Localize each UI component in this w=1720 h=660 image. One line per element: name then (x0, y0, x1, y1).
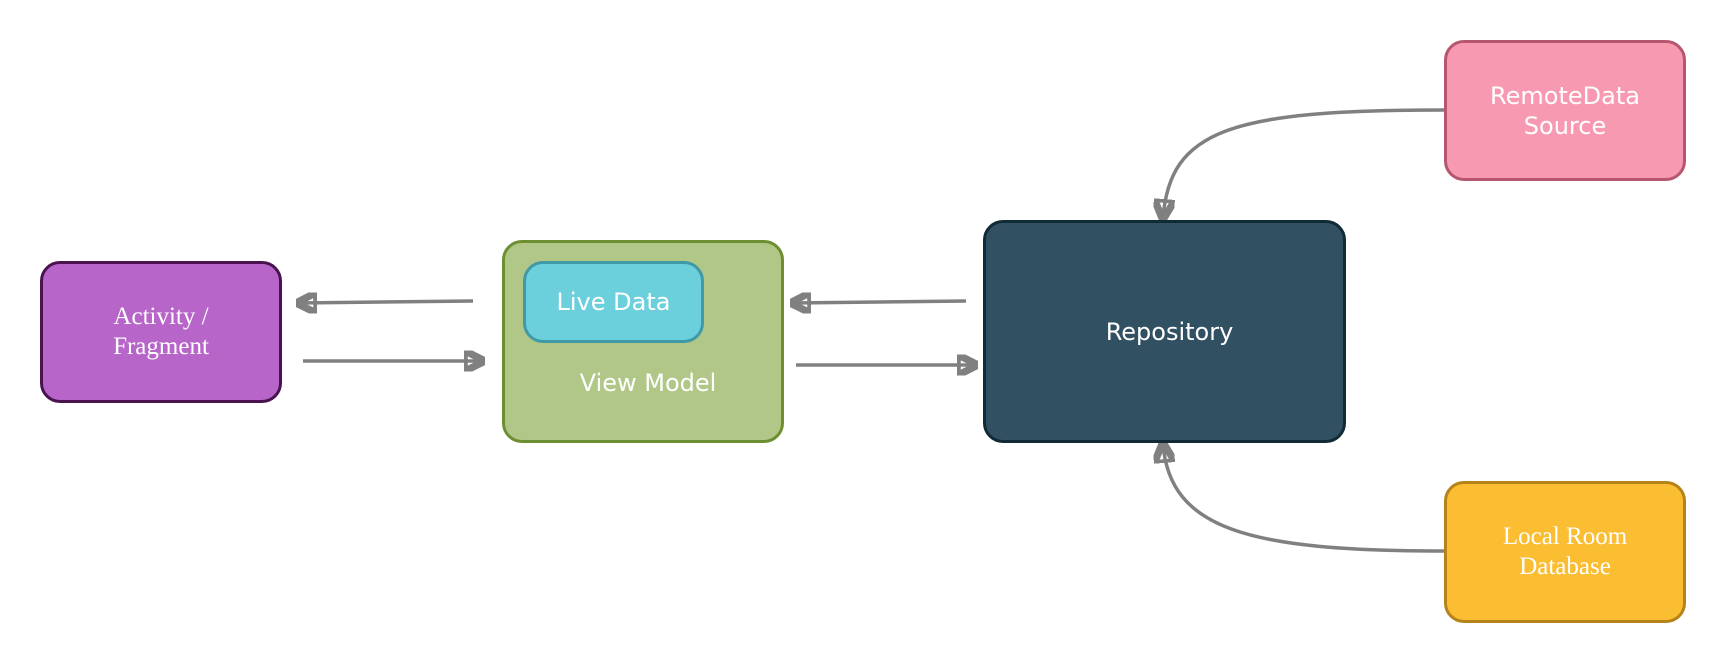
repository-node: Repository (983, 220, 1346, 443)
activity-fragment-label: Activity / Fragment (113, 303, 209, 360)
remote-data-source-label: RemoteData Source (1490, 81, 1640, 140)
view-model-label: View Model (579, 369, 717, 397)
local-room-database-label: Local Room Database (1502, 523, 1628, 580)
live-data-label: Live Data (556, 288, 671, 316)
repository-label: Repository (1105, 317, 1234, 346)
arrow-local-to-repository (1163, 444, 1445, 553)
activity-fragment-node: Activity / Fragment (40, 261, 282, 403)
arrow-remote-to-repository (1163, 108, 1445, 218)
live-data-node: Live Data (523, 261, 704, 343)
arrow-repository-to-viewmodel (792, 301, 967, 303)
arrow-viewmodel-to-activity (298, 301, 474, 303)
remote-data-source-node: RemoteData Source (1444, 40, 1686, 181)
local-room-database-node: Local Room Database (1444, 481, 1686, 623)
